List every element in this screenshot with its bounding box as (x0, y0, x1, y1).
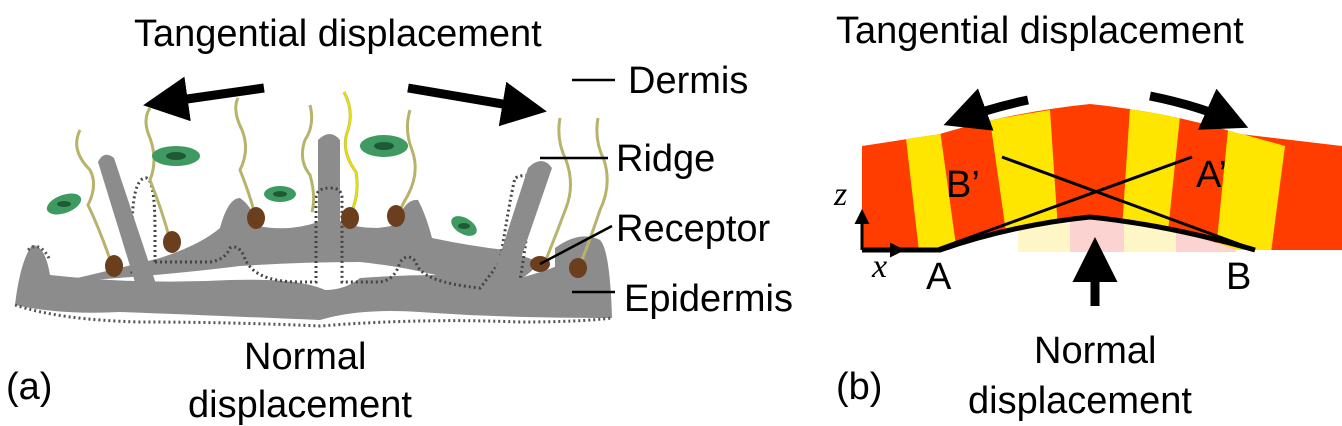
layer-label-receptor: Receptor (616, 208, 771, 250)
layer-label-epidermis: Epidermis (624, 278, 793, 320)
tangential-arrow-right (407, 81, 547, 127)
dermal-cells (46, 135, 477, 236)
ridge-pillar-right (490, 161, 552, 290)
point-label-a: A (926, 256, 952, 298)
point-label-b: B (1226, 256, 1252, 298)
layer-label-dermis: Dermis (628, 60, 749, 102)
tangential-arrow-b-right (1149, 88, 1249, 130)
ridge-band (60, 134, 540, 290)
tangential-arrow-b-left (943, 88, 1029, 131)
panel-a-bottom-label-1: Normal (244, 336, 367, 378)
epidermis-layer (15, 240, 612, 320)
panel-a-tag: (a) (6, 366, 53, 408)
layer-label-ridge: Ridge (616, 138, 716, 180)
point-label-b-prime: B’ (946, 164, 980, 206)
axis-label-x: x (872, 248, 888, 285)
tangential-arrow-left (143, 76, 265, 122)
point-label-a-prime: A’ (1196, 154, 1227, 196)
panel-b-bottom-label-1: Normal (1034, 330, 1157, 372)
receptor-leader (539, 224, 613, 266)
panel-a-bottom-label-2: displacement (188, 384, 412, 426)
line-a-aprime (934, 155, 1193, 252)
panel-a-top-label: Tangential displacement (134, 13, 542, 55)
panel-b-tag: (b) (836, 366, 883, 408)
line-b-bprime (1001, 155, 1256, 252)
panel-a-illustration (14, 76, 615, 328)
panel-b-top-label: Tangential displacement (836, 10, 1244, 52)
surface-line (862, 214, 1256, 253)
ridge-pillar-left (98, 154, 158, 292)
epidermis-outline (14, 303, 613, 328)
panel-b-bottom-label-2: displacement (968, 380, 1192, 422)
axis-label-z: z (834, 176, 848, 213)
